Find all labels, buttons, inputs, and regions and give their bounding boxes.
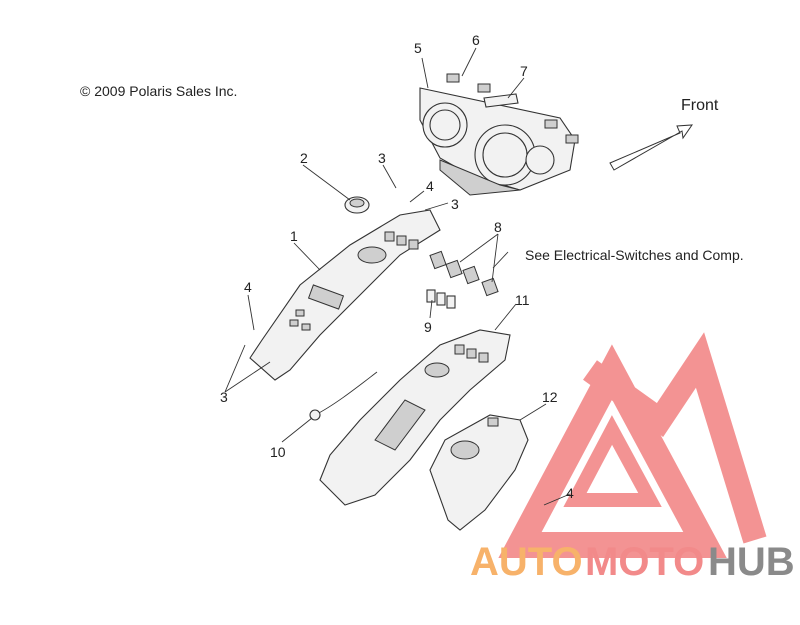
leader-lines (224, 47, 571, 506)
cable-end (309, 409, 321, 421)
side-cover-part-12 (429, 414, 529, 531)
callout-3-right: 3 (451, 196, 459, 212)
callout-10: 10 (270, 444, 286, 460)
callout-4-right: 4 (566, 485, 574, 501)
clip-part-6 (446, 73, 579, 144)
callout-1: 1 (290, 228, 298, 244)
callout-2: 2 (300, 150, 308, 166)
lower-console-part-11 (319, 329, 511, 506)
callout-3-left: 3 (220, 389, 228, 405)
switch-parts-9 (426, 289, 456, 309)
callout-3-top: 3 (378, 150, 386, 166)
front-label: Front (681, 97, 719, 114)
knob-part-2 (344, 196, 370, 214)
svg-text:MOTO: MOTO (585, 540, 704, 584)
gauge-housing-part (419, 87, 576, 196)
callout-7: 7 (520, 63, 528, 79)
callout-11: 11 (515, 292, 530, 308)
watermark-text: AUTO MOTO HUB (470, 540, 795, 584)
callout-4-top: 4 (426, 178, 434, 194)
watermark-logo (498, 332, 767, 558)
svg-text:AUTO: AUTO (470, 540, 583, 584)
callout-4-left: 4 (244, 279, 252, 295)
callout-6: 6 (472, 32, 480, 48)
copyright-text: © 2009 Polaris Sales Inc. (80, 83, 237, 99)
bar-part-7 (483, 93, 519, 108)
upper-panel-part-1 (249, 209, 441, 381)
cable-part-10 (314, 371, 378, 416)
callout-12: 12 (542, 389, 558, 405)
callout-5: 5 (414, 40, 422, 56)
callout-8: 8 (494, 219, 502, 235)
reference-note: See Electrical-Switches and Comp. (525, 247, 744, 263)
switch-parts-8 (429, 250, 499, 297)
callout-9: 9 (424, 319, 432, 335)
front-arrow (609, 124, 694, 171)
svg-text:HUB: HUB (708, 540, 795, 584)
